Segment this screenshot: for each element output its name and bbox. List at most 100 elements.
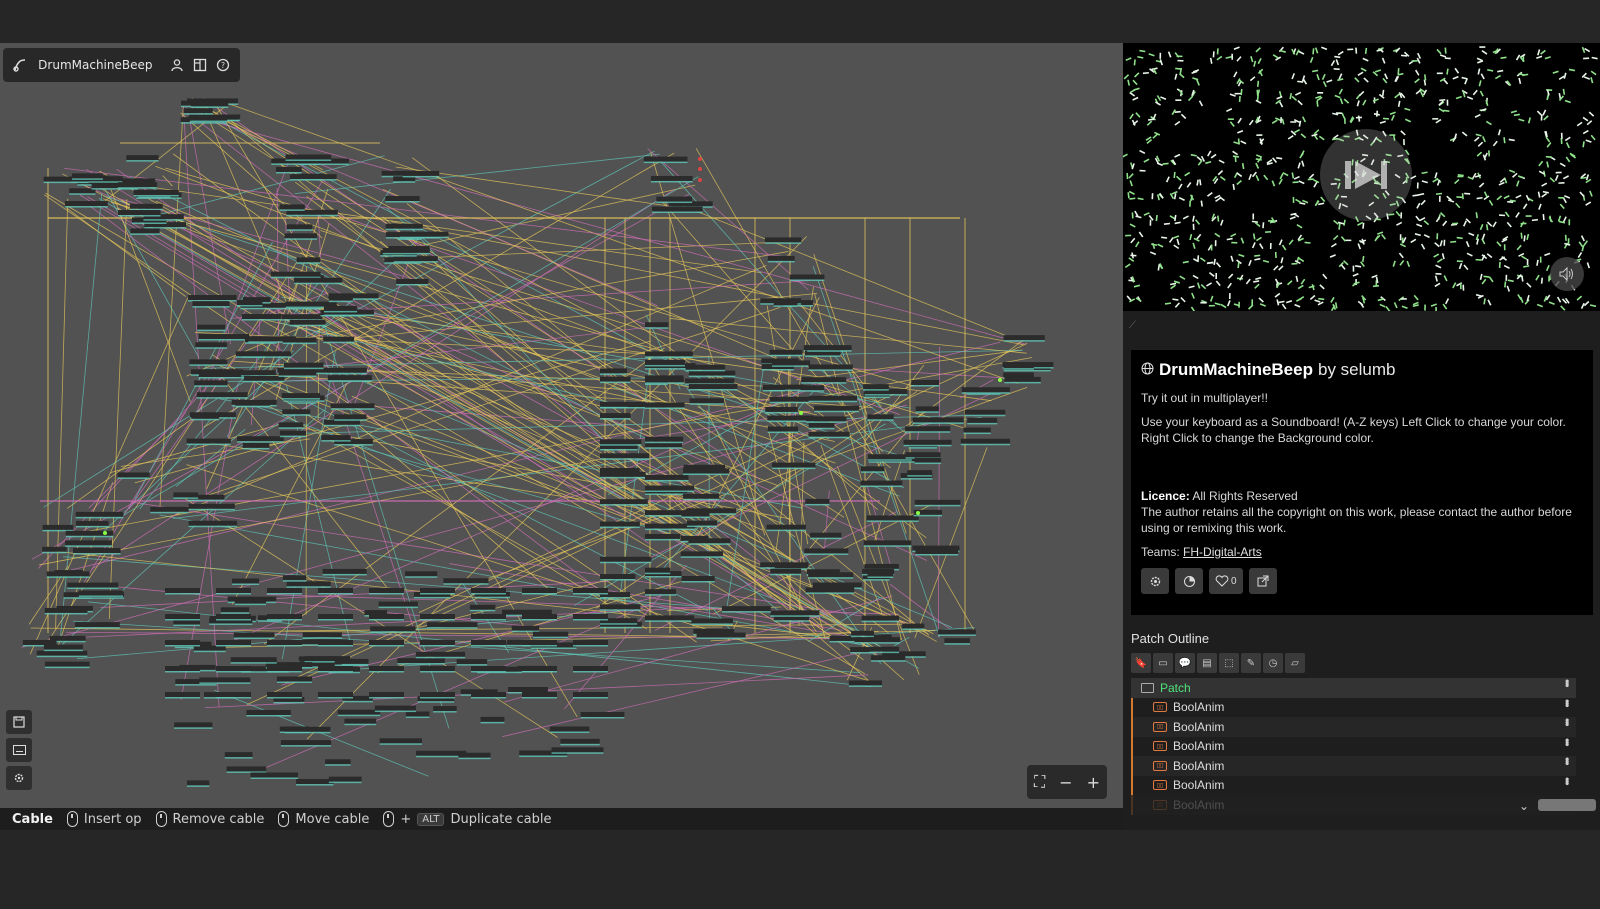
patch-title: DrumMachineBeep [1159,360,1313,379]
op-node [1003,335,1045,341]
outline-item[interactable]: ▯▯BoolAnim [1131,795,1576,815]
open-external-button[interactable] [1248,568,1277,594]
minimap-handle[interactable] [1538,799,1596,811]
more-icon[interactable]: ••• [1560,776,1574,784]
pattern-tile [1412,294,1426,311]
op-node [688,538,731,544]
outline-root[interactable]: Patch••• [1131,678,1576,698]
op-node [868,454,912,460]
op-node [397,658,445,664]
op-node [344,718,377,724]
save-icon[interactable] [6,710,32,734]
pattern-tile [1182,215,1201,230]
op-node [250,772,299,778]
op-node [328,776,362,782]
settings-button[interactable] [1141,568,1169,594]
zoom-fit-icon[interactable]: ⛶ [1033,772,1046,791]
op-node [42,524,74,530]
patch-graph[interactable] [0,43,1123,808]
stats-button[interactable] [1175,568,1203,594]
patch-canvas[interactable]: DrumMachineBeep ? ⛶ − + [0,43,1123,808]
op-node [267,640,302,645]
team-link[interactable]: FH-Digital-Arts [1183,545,1262,559]
op-node [216,692,251,697]
more-icon[interactable]: ••• [1560,698,1574,706]
resize-grip-icon[interactable]: ⟋ [1129,320,1136,331]
pattern-tile [1546,89,1553,101]
op-node [330,403,375,409]
pattern-tile [1479,273,1494,285]
help-icon[interactable]: ? [215,53,232,77]
comments-icon[interactable]: ▤ [1197,653,1217,673]
pattern-tile [1251,233,1264,250]
op-node [72,548,121,554]
folder-icon[interactable]: ▱ [1285,653,1305,673]
op-node [573,588,608,593]
op-node [645,442,682,448]
op-node [416,750,467,756]
outline-item[interactable]: ▯▯BoolAnim••• [1131,697,1576,717]
play-button[interactable] [1320,129,1412,221]
pattern-tile [1515,211,1532,228]
keyboard-icon[interactable] [6,738,32,762]
op-node [117,210,161,216]
outline-item[interactable]: ▯▯BoolAnim••• [1131,756,1576,776]
pattern-tile [1124,252,1137,269]
outline-item[interactable]: ▯▯BoolAnim••• [1131,775,1576,795]
more-icon[interactable]: ••• [1560,757,1574,764]
op-node [22,639,57,645]
pattern-tile [1450,218,1471,227]
op-node [573,640,608,645]
clock-icon[interactable]: ◷ [1263,653,1283,673]
pattern-tile [1190,153,1206,166]
patch-author[interactable]: by selumb [1317,360,1396,379]
user-icon[interactable] [169,53,186,77]
settings-icon[interactable] [6,766,32,790]
op-node [600,453,650,459]
layout-icon[interactable] [192,53,209,77]
chevron-down-icon[interactable]: ⌄ [1519,799,1530,813]
op-node [643,156,688,162]
pattern-tile [1369,130,1387,147]
pattern-tile [1536,252,1551,272]
op-node [318,666,353,671]
op-node [248,336,296,342]
more-icon[interactable]: ••• [1560,737,1574,745]
zoom-out-button[interactable]: − [1059,772,1073,792]
more-icon[interactable]: ••• [1560,718,1574,725]
op-filter-icon[interactable]: ▭ [1153,653,1173,673]
pattern-tile [1492,129,1515,147]
comment-icon[interactable]: 💬 [1175,653,1195,673]
op-node [471,666,506,671]
op-node [645,436,684,442]
op-node [328,295,353,301]
pattern-tile [1515,194,1534,210]
area-icon[interactable]: ⬚ [1219,653,1239,673]
bookmark-icon[interactable]: 🔖 [1131,653,1151,673]
op-node [682,468,730,474]
op-node [683,493,720,499]
pattern-tile [1455,89,1474,100]
op-node [829,635,862,641]
preview-canvas[interactable] [1123,43,1600,311]
pattern-tile [1394,68,1404,83]
op-node [46,571,90,577]
volume-icon[interactable] [1550,257,1584,291]
project-name[interactable]: DrumMachineBeep [38,58,153,72]
op-node [600,592,630,598]
cables-logo-icon[interactable] [11,53,28,77]
zoom-in-button[interactable]: + [1086,772,1100,792]
op-node [188,295,237,301]
op-node [772,462,816,468]
op-node [374,705,417,711]
outline-item[interactable]: ▯▯BoolAnim••• [1131,736,1576,756]
op-node [600,443,638,449]
more-icon[interactable]: ••• [1560,679,1574,686]
op-node [242,442,270,448]
pattern-tile [1275,90,1284,108]
pattern-tile [1556,296,1570,311]
color-picker-icon[interactable]: ✎ [1241,653,1261,673]
pattern-tile [1432,172,1442,186]
like-button[interactable]: 0 [1209,568,1243,594]
outline-item[interactable]: ▯▯BoolAnim••• [1131,717,1576,737]
